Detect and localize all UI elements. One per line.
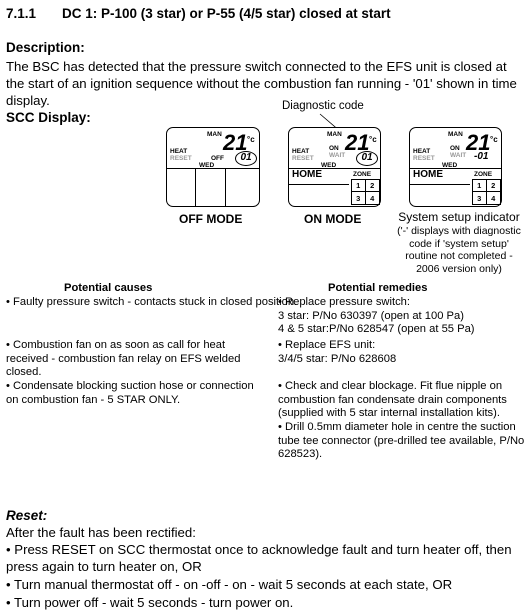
day-label: WED xyxy=(442,162,458,169)
zone-1: 1 xyxy=(352,180,366,192)
zone-2: 2 xyxy=(365,180,379,192)
reset-label: RESET xyxy=(170,155,192,162)
remedies-heading: Potential remedies xyxy=(328,282,428,294)
zone-grid: 1 2 3 4 xyxy=(472,179,501,205)
reset-step-3: • Turn power off - wait 5 seconds - turn… xyxy=(6,595,294,610)
wait-label: WAIT xyxy=(329,152,346,159)
cause-3: • Condensate blocking suction hose or co… xyxy=(6,380,254,406)
man-label: MAN xyxy=(327,131,342,138)
heat-label: HEAT xyxy=(413,148,431,155)
on-mode-label: ON MODE xyxy=(304,212,362,226)
man-label: MAN xyxy=(448,131,463,138)
on-label: ON xyxy=(329,145,339,152)
scc-display-heading: SCC Display: xyxy=(6,110,91,125)
heat-label: HEAT xyxy=(292,148,310,155)
home-label: HOME xyxy=(292,169,322,180)
temp-display: 21 xyxy=(345,130,370,155)
heat-label: HEAT xyxy=(170,148,188,155)
diagnostic-code-label: Diagnostic code xyxy=(282,100,364,112)
scc-panel-setup: MAN 21 °c HEAT RESET ON WAIT WED -01 HOM… xyxy=(409,127,502,207)
off-mode-label: OFF MODE xyxy=(179,212,243,226)
section-number: 7.1.1 xyxy=(6,6,37,21)
cause-1: • Faulty pressure switch - contacts stuc… xyxy=(6,296,298,308)
status-label: OFF xyxy=(211,155,224,162)
unit-label: °c xyxy=(247,135,255,144)
day-label: WED xyxy=(199,162,215,169)
day-label: WED xyxy=(321,162,337,169)
diagnostic-code-with-setup-indicator: -01 xyxy=(474,151,489,162)
zone-label: ZONE xyxy=(474,171,493,178)
zone-4: 4 xyxy=(370,193,375,203)
section-title: DC 1: P-100 (3 star) or P-55 (4/5 star) … xyxy=(62,6,391,21)
remedy-4: • Drill 0.5mm diameter hole in centre th… xyxy=(278,421,525,461)
zone-grid: 1 2 3 4 xyxy=(351,179,380,205)
temp-display: 21 xyxy=(466,130,491,155)
reset-step-2: • Turn manual thermostat off - on -off -… xyxy=(6,577,453,592)
causes-heading: Potential causes xyxy=(64,282,153,294)
scc-panel-on: MAN 21 °c HEAT RESET ON WAIT WED 01 HOME… xyxy=(288,127,381,207)
zone-3: 3 xyxy=(473,192,487,204)
reset-label: RESET xyxy=(413,155,435,162)
unit-label: °c xyxy=(369,135,377,144)
remedy-3: • Check and clear blockage. Fit flue nip… xyxy=(278,380,507,420)
diagnostic-code: 01 xyxy=(356,151,378,166)
reset-label: RESET xyxy=(292,155,314,162)
reset-heading: Reset: xyxy=(6,508,48,523)
wait-label: WAIT xyxy=(450,152,467,159)
scc-panel-off: MAN 21 °c HEAT RESET OFF WED 01 xyxy=(166,127,260,207)
reset-intro: After the fault has been rectified: xyxy=(6,525,196,540)
zone-1: 1 xyxy=(473,180,487,192)
zone-4: 4 xyxy=(491,193,496,203)
remedy-1: • Replace pressure switch: 3 star: P/No … xyxy=(278,296,475,336)
section-heading: 7.1.1 DC 1: P-100 (3 star) or P-55 (4/5 s… xyxy=(6,6,391,21)
description-heading: Description: xyxy=(6,40,85,55)
cause-2: • Combustion fan on as soon as call for … xyxy=(6,339,241,379)
zone-2: 2 xyxy=(486,180,500,192)
man-label: MAN xyxy=(207,131,222,138)
home-label: HOME xyxy=(413,169,443,180)
remedy-2: • Replace EFS unit: 3/4/5 star: P/No 628… xyxy=(278,339,397,365)
setup-indicator-title: System setup indicator xyxy=(398,210,520,224)
description-text: The BSC has detected that the pressure s… xyxy=(6,59,517,108)
setup-indicator-note: ('-' displays with diagnostic code if 's… xyxy=(397,225,521,275)
zone-label: ZONE xyxy=(353,171,372,178)
unit-label: °c xyxy=(490,135,498,144)
reset-step-1: • Press RESET on SCC thermostat once to … xyxy=(6,542,512,574)
zone-3: 3 xyxy=(352,192,366,204)
temp-display: 21 xyxy=(223,130,248,155)
on-label: ON xyxy=(450,145,460,152)
diagnostic-code: 01 xyxy=(235,151,257,166)
